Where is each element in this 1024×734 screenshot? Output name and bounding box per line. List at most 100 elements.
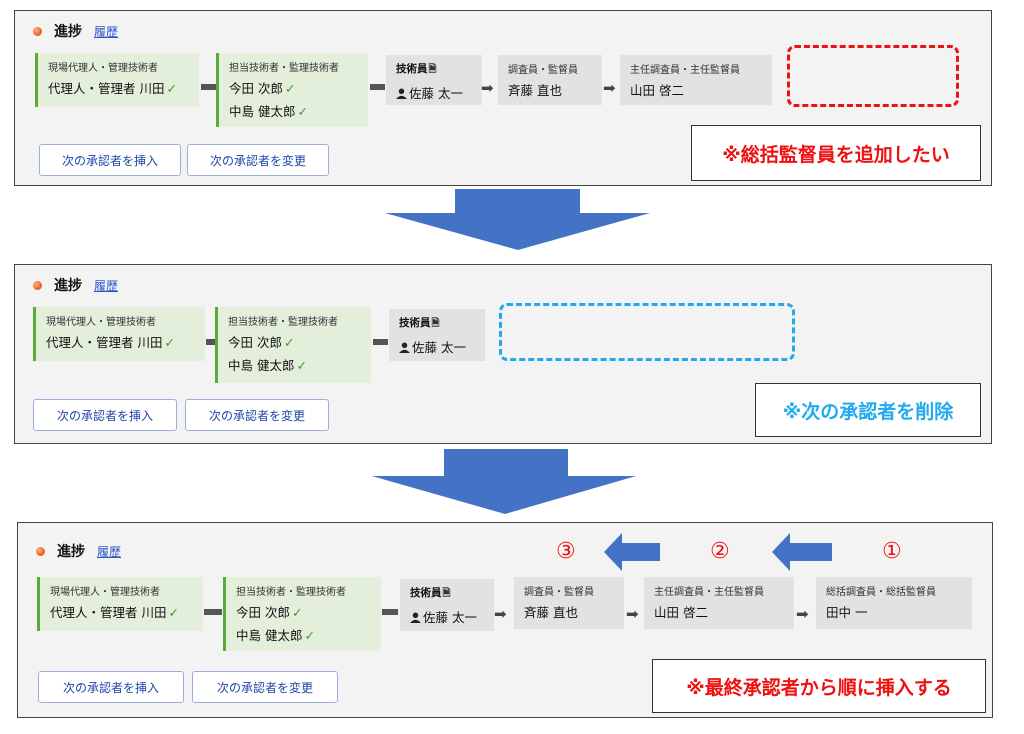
role-label: 技術員 (410, 587, 442, 599)
approver-name: 今田 次郎 (228, 335, 282, 350)
step-technician: 技術員🗎 佐藤 太一 (389, 309, 485, 361)
step-approver: 代理人・管理者 川田✓ (48, 78, 191, 97)
connector-arrow-icon: ➡ (796, 605, 809, 623)
step-role: 技術員🗎 (410, 585, 486, 603)
connector-bar (204, 609, 222, 615)
step-chief-inspector: 主任調査員・主任監督員 山田 啓二 (620, 55, 772, 105)
add-supervisor-placeholder (787, 45, 959, 107)
approver-name: 今田 次郎 (236, 605, 290, 620)
status-dot-icon (36, 546, 45, 556)
panel-header: 進捗 履歴 (33, 21, 118, 41)
step-role: 技術員🗎 (396, 61, 474, 79)
connector-arrow-icon: ➡ (481, 79, 494, 97)
approver-name: 斉藤 直也 (508, 83, 562, 98)
step-approver: 代理人・管理者 川田✓ (50, 602, 195, 621)
step-approver: 中島 健太郎✓ (236, 625, 373, 644)
step-role: 主任調査員・主任監督員 (630, 65, 740, 76)
check-icon: ✓ (168, 605, 179, 620)
change-approver-button[interactable]: 次の承認者を変更 (185, 399, 329, 431)
approver-name: 佐藤 太一 (412, 340, 466, 355)
panel-header: 進捗 履歴 (33, 275, 118, 295)
approver-name: 中島 健太郎 (236, 628, 303, 643)
step-approver: 今田 次郎✓ (228, 332, 363, 351)
step-engineer: 担当技術者・監理技術者 今田 次郎✓ 中島 健太郎✓ (216, 53, 368, 127)
step-role: 担当技術者・監理技術者 (229, 63, 339, 74)
connector-bar (382, 609, 398, 615)
connector-bar (373, 339, 388, 345)
connector-arrow-icon: ➡ (626, 605, 639, 623)
step-engineer: 担当技術者・監理技術者 今田 次郎✓ 中島 健太郎✓ (223, 577, 381, 651)
approver-name: 田中 一 (826, 605, 868, 620)
person-icon (399, 342, 410, 353)
deleted-approver-placeholder (499, 303, 795, 361)
step-approver: 佐藤 太一 (410, 607, 486, 626)
check-icon: ✓ (296, 358, 307, 373)
step-role: 総括調査員・総括監督員 (826, 587, 936, 598)
approver-name: 山田 啓二 (630, 83, 684, 98)
approver-name: 佐藤 太一 (409, 86, 463, 101)
progress-panel-after-delete: 進捗 履歴 現場代理人・管理技術者 代理人・管理者 川田✓ 担当技術者・監理技術… (14, 264, 992, 444)
panel-header: 進捗 履歴 (36, 541, 121, 561)
person-icon (410, 612, 421, 623)
page-title: 進捗 (54, 278, 82, 294)
check-icon: ✓ (291, 605, 303, 620)
annotation-note: ※次の承認者を削除 (755, 383, 981, 437)
document-icon: 🗎 (431, 318, 440, 329)
annotation-note: ※最終承認者から順に挿入する (652, 659, 986, 713)
step-approver: 佐藤 太一 (399, 337, 477, 356)
check-icon: ✓ (164, 335, 175, 350)
change-approver-button[interactable]: 次の承認者を変更 (192, 671, 338, 703)
step-role: 現場代理人・管理技術者 (48, 63, 158, 74)
step-role: 担当技術者・監理技術者 (228, 317, 338, 328)
approver-name: 代理人・管理者 川田 (48, 81, 165, 96)
history-link[interactable]: 履歴 (94, 24, 119, 39)
page-title: 進捗 (57, 544, 85, 560)
check-icon: ✓ (283, 335, 295, 350)
connector-bar (206, 339, 221, 345)
step-role: 調査員・監督員 (524, 587, 594, 598)
step-approver: 代理人・管理者 川田✓ (46, 332, 197, 351)
check-icon: ✓ (166, 81, 177, 96)
status-dot-icon (33, 280, 42, 290)
history-link[interactable]: 履歴 (97, 544, 122, 559)
step-role: 現場代理人・管理技術者 (50, 587, 160, 598)
step-inspector: 調査員・監督員 斉藤 直也 (498, 55, 602, 105)
person-icon (396, 88, 407, 99)
step-site-agent: 現場代理人・管理技術者 代理人・管理者 川田✓ (35, 53, 199, 107)
status-dot-icon (33, 26, 42, 36)
connector-bar (201, 84, 216, 90)
document-icon: 🗎 (428, 64, 437, 75)
order-mark-3: ③ (556, 539, 576, 564)
check-icon: ✓ (297, 104, 308, 119)
step-role: 調査員・監督員 (508, 65, 578, 76)
step-role: 担当技術者・監理技術者 (236, 587, 346, 598)
check-icon: ✓ (284, 81, 296, 96)
insert-approver-button[interactable]: 次の承認者を挿入 (38, 671, 184, 703)
insert-approver-button[interactable]: 次の承認者を挿入 (39, 144, 181, 176)
step-site-agent: 現場代理人・管理技術者 代理人・管理者 川田✓ (37, 577, 203, 631)
step-technician: 技術員🗎 佐藤 太一 (400, 579, 494, 631)
approver-name: 斉藤 直也 (524, 605, 578, 620)
step-approver: 佐藤 太一 (396, 83, 474, 102)
role-label: 技術員 (399, 317, 431, 329)
connector-arrow-icon: ➡ (603, 79, 616, 97)
history-link[interactable]: 履歴 (94, 278, 119, 293)
approver-name: 山田 啓二 (654, 605, 708, 620)
order-mark-1: ① (882, 539, 902, 564)
annotation-note: ※総括監督員を追加したい (691, 125, 981, 181)
step-general-inspector: 総括調査員・総括監督員 田中 一 (816, 577, 972, 629)
document-icon: 🗎 (442, 588, 451, 599)
progress-panel-inserted: 進捗 履歴 現場代理人・管理技術者 代理人・管理者 川田✓ 担当技術者・監理技術… (17, 522, 993, 718)
insert-approver-button[interactable]: 次の承認者を挿入 (33, 399, 177, 431)
approver-name: 中島 健太郎 (229, 104, 296, 119)
approver-name: 佐藤 太一 (423, 610, 477, 625)
step-site-agent: 現場代理人・管理技術者 代理人・管理者 川田✓ (33, 307, 205, 361)
change-approver-button[interactable]: 次の承認者を変更 (187, 144, 329, 176)
page-title: 進捗 (54, 24, 82, 40)
progress-panel-before: 進捗 履歴 現場代理人・管理技術者 代理人・管理者 川田✓ 担当技術者・監理技術… (14, 10, 992, 186)
step-engineer: 担当技術者・監理技術者 今田 次郎✓ 中島 健太郎✓ (215, 307, 371, 383)
step-role: 主任調査員・主任監督員 (654, 587, 764, 598)
step-approver: 今田 次郎✓ (229, 78, 360, 97)
connector-arrow-icon: ➡ (494, 605, 507, 623)
